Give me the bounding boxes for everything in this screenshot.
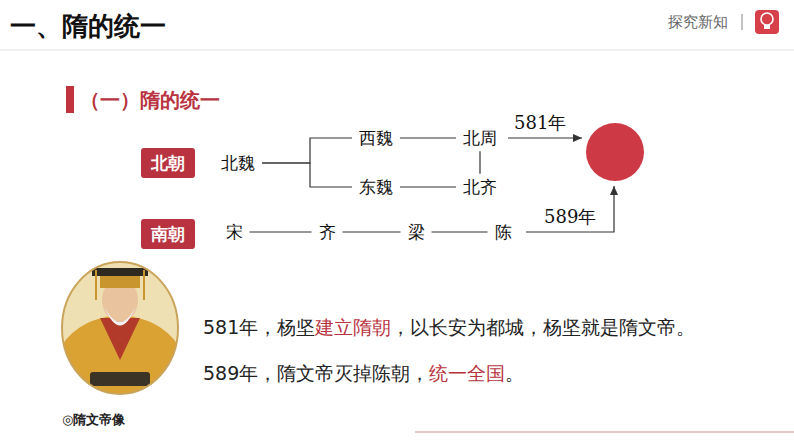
sui-circle: [586, 123, 644, 181]
node-text: 梁: [408, 222, 425, 242]
connector-line: [343, 231, 401, 232]
dynasty-name: 北齐: [460, 175, 500, 199]
emperor-portrait: [55, 262, 185, 400]
dynasty-name: 齐: [316, 220, 339, 244]
highlight-text: 建立隋朝: [315, 316, 391, 338]
dynasty-name: 东魏: [356, 175, 396, 199]
bulb-icon: [755, 10, 779, 34]
node-text: 北朝: [151, 153, 185, 173]
page-title: 一、隋的统一: [10, 9, 166, 44]
node-text: 南朝: [151, 224, 185, 244]
connector-line: [400, 186, 456, 187]
body-segment: 581年，杨坚: [203, 316, 315, 338]
header-rule: [0, 50, 794, 51]
body-text: 589年，隋文帝灭掉陈朝，统一全国。: [203, 361, 524, 387]
connector-line: [432, 231, 488, 232]
node-text: 北魏: [221, 153, 255, 173]
dynasty-badge: 南朝: [141, 219, 195, 249]
arrow-581: [508, 137, 582, 138]
connector-line: [262, 163, 352, 187]
dynasty-name: 宋: [223, 220, 246, 244]
header-tag: 探究新知: [668, 13, 728, 32]
dynasty-name: 北魏: [218, 151, 258, 175]
arrow-589: [526, 186, 614, 232]
dynasty-badge: 北朝: [141, 148, 195, 178]
dynasty-name: 北周: [460, 126, 500, 150]
section-heading: （一）隋的统一: [80, 87, 220, 114]
body-text: 581年，杨坚建立隋朝，以长安为都城，杨坚就是隋文帝。: [203, 315, 695, 341]
portrait-caption: ◎隋文帝像: [62, 411, 125, 429]
header-divider: [741, 14, 742, 30]
node-text: 北齐: [463, 177, 497, 197]
dynasty-name: 陈: [492, 220, 515, 244]
node-text: 宋: [226, 222, 243, 242]
connector-line: [262, 138, 352, 163]
dynasty-name: 西魏: [356, 126, 396, 150]
node-text: 齐: [319, 222, 336, 242]
dynasty-name: 梁: [405, 220, 428, 244]
node-text: 北周: [463, 128, 497, 148]
connector-line: [400, 137, 456, 138]
body-segment: 589年，隋文帝灭掉陈朝，: [203, 362, 429, 384]
year-label: 589年: [544, 205, 596, 229]
node-text: 东魏: [359, 177, 393, 197]
body-segment: ，以长安为都城，杨坚就是隋文帝。: [391, 316, 695, 338]
connector-line: [479, 151, 480, 174]
highlight-text: 统一全国: [429, 362, 505, 384]
footer-rule: [415, 431, 794, 433]
connector-line: [250, 231, 312, 232]
section-bar: [66, 86, 74, 113]
year-label: 581年: [514, 111, 566, 135]
body-segment: 。: [505, 362, 524, 384]
node-text: 西魏: [359, 128, 393, 148]
node-text: 陈: [495, 222, 512, 242]
